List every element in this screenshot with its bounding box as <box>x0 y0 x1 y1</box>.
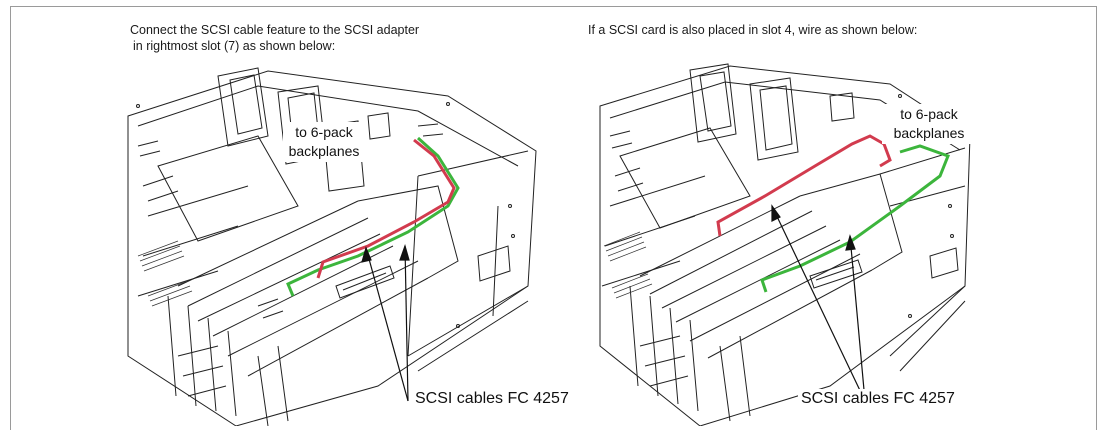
pointer-line-1 <box>365 247 409 402</box>
right-chassis-drawing <box>599 63 971 426</box>
pointer-line-1 <box>771 205 866 402</box>
left-cables-label: SCSI cables FC 4257 <box>412 389 572 409</box>
right-cables-label: SCSI cables FC 4257 <box>798 389 958 409</box>
left-chassis-drawing <box>127 67 537 426</box>
frame-top-border <box>10 6 1096 7</box>
arrow-icon <box>845 234 856 251</box>
pointer-line-2 <box>849 235 866 402</box>
red-scsi-cable <box>316 138 456 279</box>
right-caption: If a SCSI card is also placed in slot 4,… <box>588 23 918 37</box>
green-scsi-cable <box>760 144 950 293</box>
left-caption: Connect the SCSI cable feature to the SC… <box>130 22 550 54</box>
left-callout-line-1: to 6-pack <box>295 124 353 140</box>
left-backplane-callout: to 6-pack backplanes <box>283 122 365 162</box>
arrow-icon <box>399 244 410 261</box>
right-backplane-callout: to 6-pack backplanes <box>882 104 976 144</box>
arrow-icon <box>361 246 372 263</box>
frame-left-border <box>10 6 11 430</box>
right-callout-line-1: to 6-pack <box>900 106 958 122</box>
frame-right-border <box>1096 6 1097 430</box>
right-cabling-illustration <box>590 56 990 426</box>
left-cabling-illustration <box>118 56 558 426</box>
green-scsi-cable <box>286 136 460 297</box>
left-caption-line-2: in rightmost slot (7) as shown below: <box>133 39 336 53</box>
pointer-line-2 <box>404 245 409 402</box>
right-callout-line-2: backplanes <box>893 125 965 141</box>
left-callout-line-2: backplanes <box>288 143 360 159</box>
arrow-icon <box>771 204 781 222</box>
red-scsi-cable <box>716 134 892 237</box>
left-caption-line-1: Connect the SCSI cable feature to the SC… <box>130 23 420 37</box>
